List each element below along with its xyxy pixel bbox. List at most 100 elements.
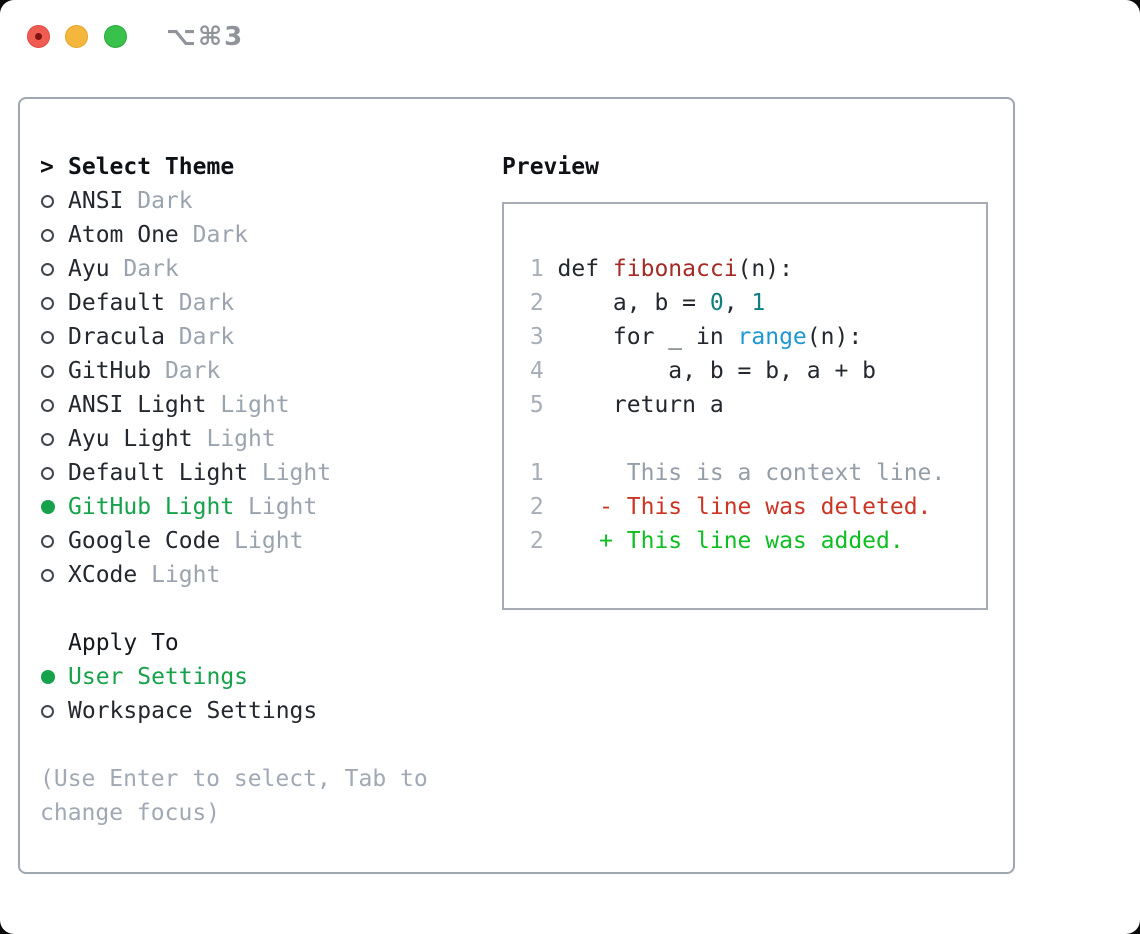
theme-option[interactable]: Ayu Light Light xyxy=(40,422,470,456)
theme-variant: Light xyxy=(220,528,304,554)
radio-cell xyxy=(40,398,68,412)
radio-cell xyxy=(40,194,68,208)
apply-to-header: Apply To xyxy=(68,630,179,656)
code-blank-line xyxy=(516,422,986,456)
token-code: return a xyxy=(557,392,724,418)
option-label: Ayu xyxy=(68,256,110,282)
close-button[interactable] xyxy=(27,25,50,48)
token-code: def xyxy=(557,256,613,282)
token-code: (n): xyxy=(737,256,793,282)
minimize-button[interactable] xyxy=(65,25,88,48)
line-number: 1 xyxy=(529,460,544,486)
spacer xyxy=(40,728,470,762)
theme-option[interactable]: GitHub Light Light xyxy=(40,490,470,524)
radio-cell xyxy=(40,296,68,310)
radio-icon xyxy=(41,228,54,242)
radio-icon xyxy=(41,194,54,208)
radio-cell xyxy=(40,330,68,344)
radio-cell xyxy=(40,432,68,446)
code-line: 2 - This line was deleted. xyxy=(516,490,986,524)
zoom-button[interactable] xyxy=(104,25,127,48)
radio-icon xyxy=(41,432,54,446)
theme-variant: Dark xyxy=(164,290,235,316)
radio-icon xyxy=(41,296,54,310)
radio-cell xyxy=(40,364,68,378)
preview-title: Preview xyxy=(502,154,599,180)
theme-option[interactable]: XCode Light xyxy=(40,558,470,592)
token-deleted: - This line was deleted. xyxy=(557,494,932,520)
theme-variant: Dark xyxy=(164,324,235,350)
radio-icon xyxy=(41,704,54,718)
option-label: Ayu Light xyxy=(68,426,193,452)
theme-variant: Dark xyxy=(123,188,193,214)
theme-option[interactable]: Default Dark xyxy=(40,286,470,320)
code-line: 2 a, b = 0, 1 xyxy=(516,286,986,320)
option-label: Dracula xyxy=(68,324,165,350)
apply-to-option[interactable]: User Settings xyxy=(40,660,470,694)
option-label: ANSI Light xyxy=(68,392,207,418)
radio-cell xyxy=(40,228,68,242)
radio-icon xyxy=(41,466,54,480)
theme-variant: Light xyxy=(192,426,276,452)
code-line: 1 This is a context line. xyxy=(516,456,986,490)
code-tokens: a, b = 0, 1 xyxy=(558,286,766,320)
radio-icon xyxy=(41,534,54,548)
code-tokens: return a xyxy=(558,388,724,422)
radio-selected-icon xyxy=(41,670,55,684)
theme-option[interactable]: Ayu Dark xyxy=(40,252,470,286)
radio-cell xyxy=(40,500,68,514)
theme-option[interactable]: Dracula Dark xyxy=(40,320,470,354)
radio-icon xyxy=(41,398,54,412)
apply-to-option[interactable]: Workspace Settings xyxy=(40,694,470,728)
theme-option[interactable]: ANSI Light Light xyxy=(40,388,470,422)
radio-icon xyxy=(41,568,54,582)
code-line: 5 return a xyxy=(516,388,986,422)
theme-option[interactable]: GitHub Dark xyxy=(40,354,470,388)
token-builtin: range xyxy=(737,324,807,350)
theme-option[interactable]: Atom One Dark xyxy=(40,218,470,252)
radio-cell xyxy=(40,534,68,548)
theme-variant: Dark xyxy=(109,256,179,282)
code-tokens: a, b = b, a + b xyxy=(557,354,877,388)
code-line: 2 + This line was added. xyxy=(516,524,986,558)
token-func: fibonacci xyxy=(612,256,738,282)
option-label: GitHub Light xyxy=(68,494,235,520)
token-number: 0 xyxy=(709,290,724,316)
token-code: a, b = b, a + b xyxy=(557,358,877,384)
theme-option[interactable]: Google Code Light xyxy=(40,524,470,558)
token-added: + This line was added. xyxy=(557,528,904,554)
option-label: XCode xyxy=(68,562,138,588)
line-number: 2 xyxy=(529,494,544,520)
radio-cell xyxy=(40,670,68,684)
option-label: Workspace Settings xyxy=(68,698,318,724)
code-tokens: - This line was deleted. xyxy=(557,490,932,524)
theme-option[interactable]: ANSI Dark xyxy=(40,184,470,218)
apply-to-header-row: Apply To xyxy=(40,626,470,660)
menu-title: Select Theme xyxy=(68,154,235,180)
line-number: 4 xyxy=(529,358,544,384)
line-number: 5 xyxy=(529,392,544,418)
option-label: GitHub xyxy=(68,358,152,384)
code-tokens: def fibonacci(n): xyxy=(558,252,793,286)
line-number: 2 xyxy=(529,528,544,554)
radio-cell xyxy=(40,568,68,582)
option-label: Default Light xyxy=(68,460,249,486)
code-line: 3 for _ in range(n): xyxy=(516,320,986,354)
keyboard-shortcut-label: ⌥⌘3 xyxy=(166,22,245,52)
code-tokens: for _ in range(n): xyxy=(557,320,862,354)
token-code: for _ in xyxy=(557,324,738,350)
token-number: 1 xyxy=(751,290,766,316)
cursor-icon: > xyxy=(40,154,54,180)
radio-cell xyxy=(40,466,68,480)
radio-icon xyxy=(41,364,54,378)
option-label: ANSI xyxy=(68,188,124,214)
theme-variant: Light xyxy=(137,562,221,588)
theme-option[interactable]: Default Light Light xyxy=(40,456,470,490)
radio-icon xyxy=(41,262,54,276)
